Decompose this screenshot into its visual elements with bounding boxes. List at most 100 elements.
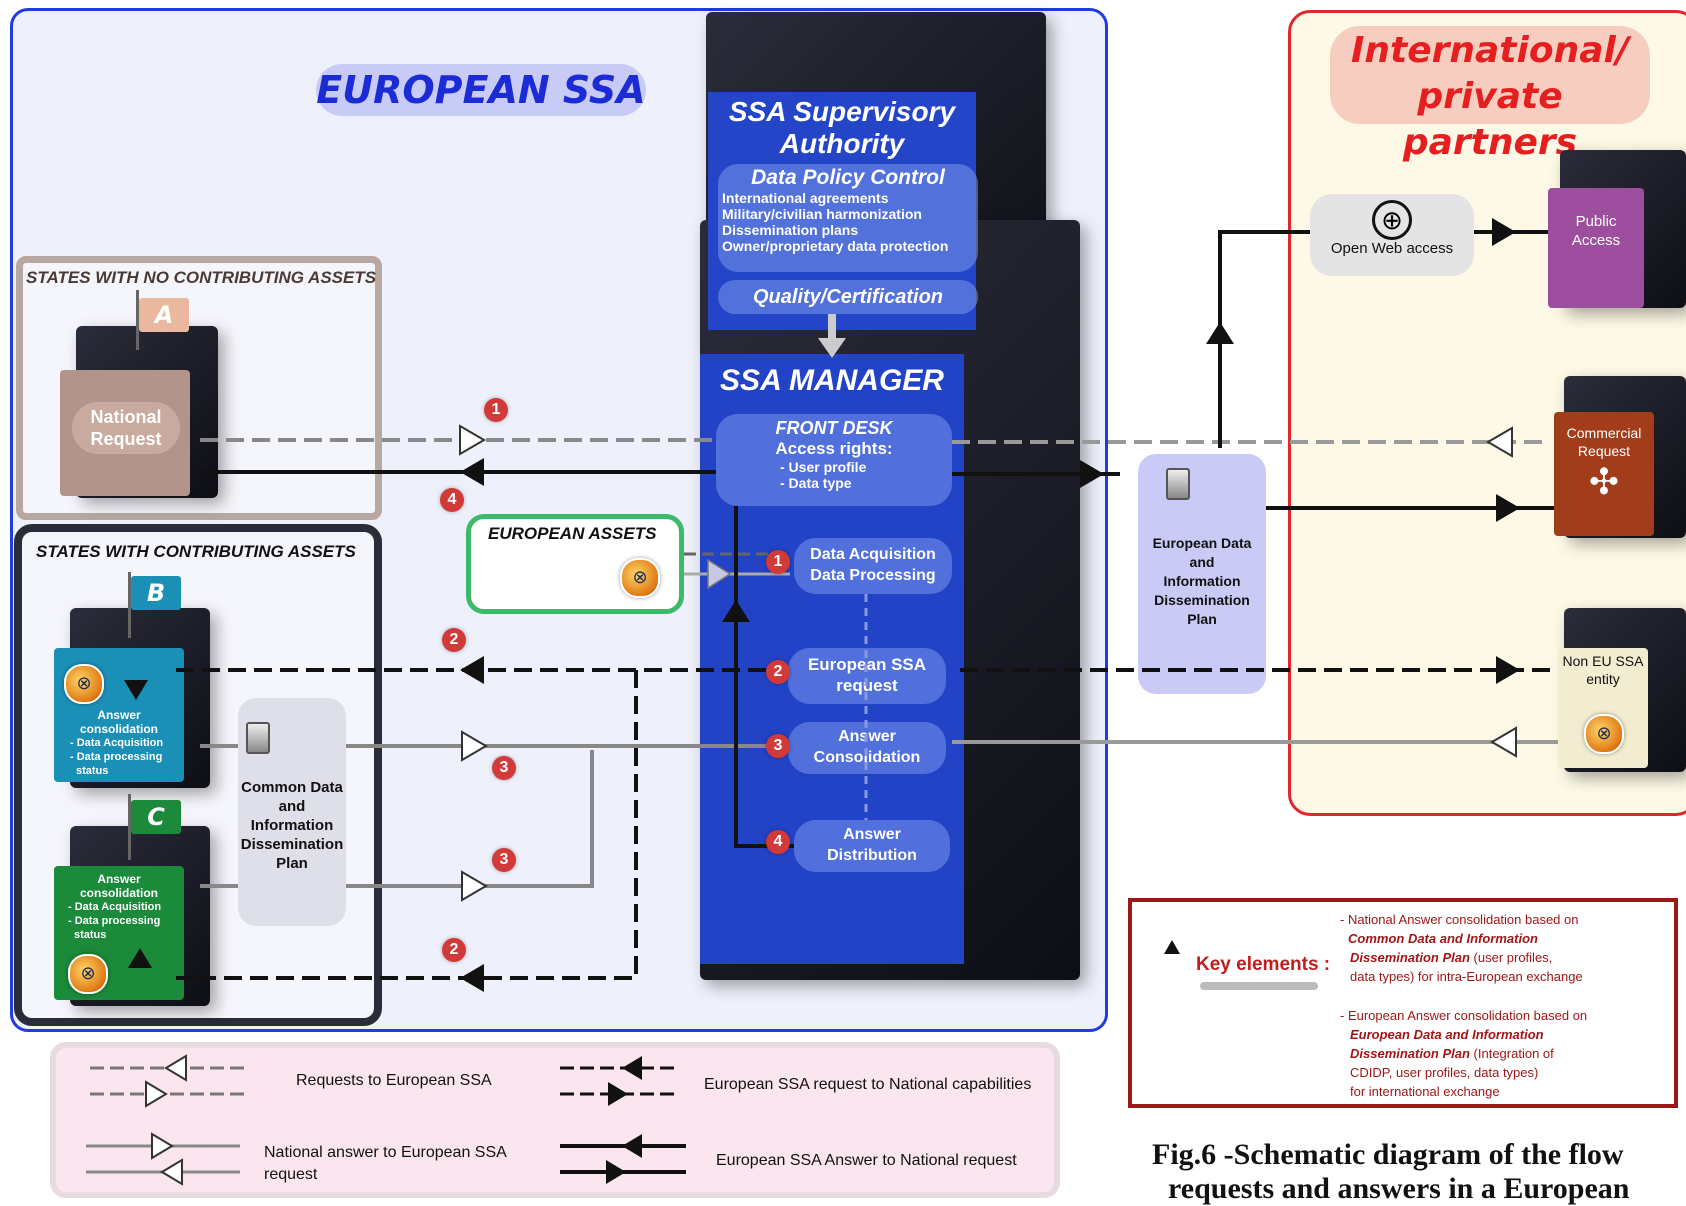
arrow-head — [124, 680, 148, 700]
international-partners-title: International/ private partners — [1330, 26, 1650, 163]
satellite-icon: ✣ — [1588, 461, 1620, 502]
quality-certification: Quality/Certification — [718, 280, 978, 314]
key-elements-box — [1128, 898, 1678, 1108]
step-badge-2: 2 — [442, 628, 466, 652]
figure-caption: Fig.6 -Schematic diagram of the flow req… — [1152, 1138, 1629, 1206]
data-policy-control: Data Policy Control International agreem… — [718, 164, 978, 272]
arrow-head — [164, 1054, 187, 1082]
globe-icon: ⊕ — [1372, 200, 1412, 240]
c-line: - Data processing — [68, 915, 161, 927]
arrow-head — [1080, 460, 1104, 488]
intl-title-line1: International/ — [1350, 30, 1629, 71]
ssa-manager-title: SSA MANAGER — [720, 364, 944, 397]
national-request-label: National Request — [72, 402, 180, 454]
arrow-head — [160, 1158, 183, 1186]
arrow-head — [1206, 322, 1234, 344]
arrow-head — [608, 1082, 628, 1106]
key-underline — [1200, 982, 1318, 990]
flag-pole-b — [128, 572, 131, 638]
arrow-head — [1490, 726, 1517, 758]
key-p2-line4: CDIDP, user profiles, data types) — [1350, 1065, 1539, 1080]
dist-line1: Answer — [843, 826, 901, 843]
c-line: Answer — [97, 872, 141, 886]
european-assets-satellite-icon: ⊗ — [620, 558, 660, 598]
arrow-head — [460, 458, 484, 486]
arrow-head — [722, 600, 750, 622]
common-server-icon — [246, 722, 270, 754]
arrow-head — [460, 964, 484, 992]
key-paragraph-2: - European Answer consolidation based on… — [1340, 1006, 1674, 1101]
supervisory-title-line1: SSA Supervisory — [728, 96, 956, 127]
c-line: - Data Acquisition — [68, 901, 162, 913]
supervisory-title-line2: Authority — [779, 128, 905, 159]
key-p2-line3a: Dissemination Plan — [1350, 1046, 1470, 1061]
cdp-line: Plan — [276, 855, 308, 872]
key-p1-line3b: (user profiles, — [1469, 950, 1553, 965]
commercial-line1: Commercial — [1566, 425, 1642, 441]
arrow-head — [128, 948, 152, 968]
commercial-line2: Request — [1577, 443, 1631, 459]
access-item: - Data type — [780, 475, 852, 491]
eudp-line: Information — [1163, 573, 1241, 589]
cdp-line: and — [278, 798, 306, 815]
eudp-line: European Data — [1152, 535, 1252, 551]
legend-eu-to-national-label: European SSA request to National capabil… — [704, 1076, 1032, 1093]
flag-pole-c — [128, 794, 131, 860]
open-web-access: ⊕ Open Web access — [1310, 194, 1474, 276]
step-badge-3: 3 — [492, 848, 516, 872]
state-c-cube: Answer consolidation - Data Acquisition … — [54, 866, 184, 1000]
european-data-plan: European Data and Information Disseminat… — [1138, 454, 1266, 694]
key-p2-line2: European Data and Information — [1350, 1027, 1544, 1042]
eu-request-line-down — [176, 670, 638, 980]
key-paragraph-1: - National Answer consolidation based on… — [1340, 910, 1674, 986]
key-p1-line4: data types) for intra-European exchange — [1350, 969, 1583, 984]
c-line: consolidation — [80, 886, 158, 900]
cons-line2: Consolidation — [813, 749, 921, 766]
policy-item: Dissemination plans — [722, 222, 859, 238]
cdp-line: Information — [250, 817, 334, 834]
key-p2-line5: for international exchange — [1350, 1084, 1500, 1099]
legend-symbols — [86, 1054, 686, 1186]
non-eu-satellite-icon: ⊗ — [1584, 714, 1624, 754]
step-badge-4: 4 — [766, 830, 790, 854]
answer-line-c — [346, 750, 594, 888]
caption-line2: requests and answers in a European — [1168, 1172, 1630, 1205]
arrow-head — [460, 656, 484, 684]
b-line: - Data Acquisition — [70, 737, 164, 749]
step-badge-1: 1 — [484, 398, 508, 422]
key-p1-line2: Common Data and Information — [1348, 931, 1538, 946]
satellite-b-icon: ⊗ — [64, 664, 104, 704]
c-line: status — [74, 929, 107, 941]
public-access-cube: Public Access — [1548, 188, 1644, 308]
open-web-line — [1218, 230, 1310, 448]
flag-c: C — [131, 800, 181, 834]
european-assets-label: EUROPEAN ASSETS — [488, 524, 657, 543]
arrow-head — [151, 1132, 174, 1160]
key-p1-line3a: Dissemination Plan — [1350, 950, 1470, 965]
eudp-line: Dissemination — [1154, 592, 1250, 608]
step-badge-2: 2 — [766, 660, 790, 684]
access-item: - User profile — [780, 459, 867, 475]
key-elements-label: Key elements : — [1196, 954, 1331, 975]
commercial-request-cube: Commercial Request ✣ — [1554, 412, 1654, 536]
key-p2-line1: - European Answer consolidation based on — [1340, 1008, 1588, 1023]
arrow-head — [1492, 218, 1516, 246]
key-p2-line3b: (Integration of — [1469, 1046, 1554, 1061]
answer-distribution-box: Answer Distribution — [794, 820, 950, 872]
cdp-line: Common Data — [241, 779, 343, 796]
legend-national-answer-line1: National answer to European SSA — [264, 1144, 507, 1161]
b-line: - Data processing — [70, 751, 163, 763]
non-eu-line2: entity — [1586, 671, 1620, 687]
front-desk-title: FRONT DESK — [775, 418, 893, 438]
front-desk: FRONT DESK Access rights: - User profile… — [716, 414, 952, 506]
arrow-head — [1496, 494, 1520, 522]
step-badge-2: 2 — [442, 938, 466, 962]
arrow-head — [622, 1134, 642, 1158]
intl-title-line2: private partners — [1402, 76, 1578, 163]
b-line: status — [76, 765, 109, 777]
eu-server-icon — [1166, 468, 1190, 500]
flag-pole-a — [136, 290, 139, 350]
legend-national-answer-label: National answer to European SSA request — [264, 1142, 507, 1186]
policy-item: International agreements — [722, 190, 889, 206]
